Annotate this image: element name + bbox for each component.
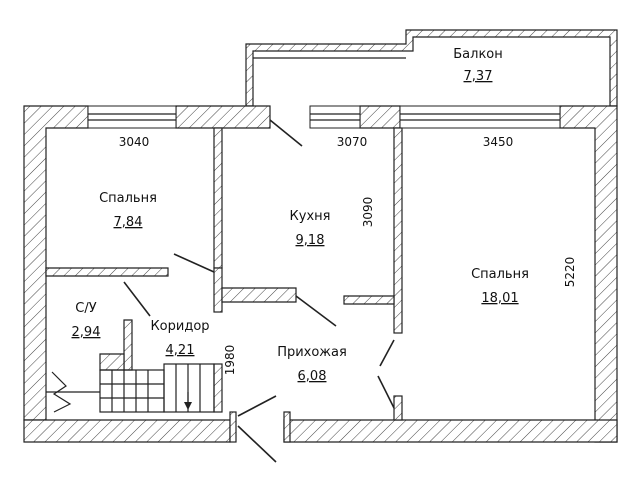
balcony-walls [245, 29, 618, 107]
windows [87, 105, 561, 129]
stairs [46, 363, 215, 413]
room-label-bathroom: С/У 2,94 [72, 301, 101, 340]
room-label-kitchen: Кухня 9,18 [290, 209, 331, 248]
room-name: Кухня [290, 209, 331, 224]
room-name: С/У [75, 301, 96, 316]
dimension-bedroom2-depth: 5220 [563, 257, 577, 288]
room-area: 7,37 [464, 69, 493, 84]
room-name: Прихожая [277, 345, 347, 360]
room-name: Спальня [471, 267, 529, 282]
room-label-corridor: Коридор 4,21 [150, 319, 209, 358]
outer-walls [23, 105, 618, 443]
doors [123, 119, 395, 463]
room-name: Спальня [99, 191, 157, 206]
room-label-hallway: Прихожая 6,08 [277, 345, 347, 384]
dimension-kitchen-width: 3070 [337, 135, 368, 149]
room-name: Коридор [150, 319, 209, 334]
room-area: 18,01 [481, 291, 518, 306]
room-label-bedroom1: Спальня 7,84 [99, 191, 157, 230]
room-area: 4,21 [166, 343, 195, 358]
room-area: 2,94 [72, 325, 101, 340]
dimension-kitchen-depth: 3090 [361, 197, 375, 228]
room-label-balcony: Балкон 7,37 [453, 47, 503, 84]
room-area: 7,84 [114, 215, 143, 230]
dimension-bedroom2-width: 3450 [483, 135, 514, 149]
room-area: 6,08 [298, 369, 327, 384]
dimension-corridor-depth: 1980 [223, 345, 237, 376]
room-name: Балкон [453, 47, 503, 62]
dimension-bedroom1-width: 3040 [119, 135, 150, 149]
interior-walls [45, 127, 403, 421]
room-area: 9,18 [296, 233, 325, 248]
room-label-bedroom2: Спальня 18,01 [471, 267, 529, 306]
